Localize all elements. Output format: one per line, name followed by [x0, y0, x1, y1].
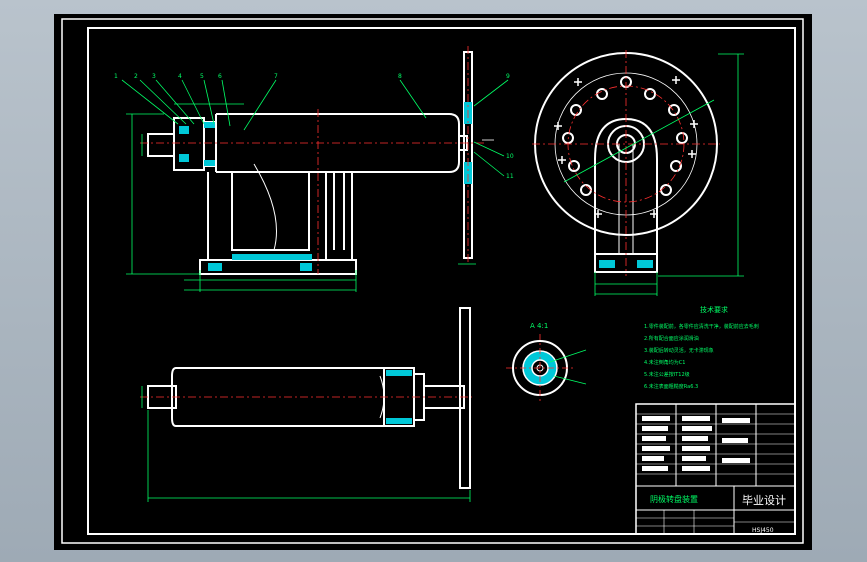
balloon-3: 3	[152, 73, 156, 80]
tech-requirements: 技术要求 1.零件装配前，各零件应清洗干净，装配前应去毛刺 2.所有配合面应涂润…	[644, 305, 759, 390]
inner-frame	[87, 27, 796, 535]
balloon-10: 10	[506, 153, 514, 160]
balloon-2: 2	[134, 73, 138, 80]
tech-line-4: 4.未注倒角均为C1	[644, 359, 685, 366]
detail-a: A 4:1	[506, 322, 587, 402]
title-block-fills	[642, 416, 750, 471]
balloon-labels: 1 2 3 4 5 6 7 8 9 10 11	[114, 73, 514, 180]
drawing-name: 阴极转盘装置	[650, 494, 698, 504]
front-view	[147, 51, 473, 275]
tech-line-1: 1.零件装配前，各零件应清洗干净，装配前应去毛刺	[644, 323, 759, 330]
balloon-4: 4	[178, 73, 182, 80]
balloon-7: 7	[274, 73, 278, 80]
balloon-1: 1	[114, 73, 118, 80]
title-label: 毕业设计	[742, 494, 786, 507]
balloon-8: 8	[398, 73, 402, 80]
tech-line-2: 2.所有配合面应涂润滑油	[644, 335, 699, 342]
balloon-11: 11	[506, 173, 514, 180]
top-dimensions	[141, 386, 471, 502]
balloon-5: 5	[200, 73, 204, 80]
balloon-9: 9	[506, 73, 510, 80]
cad-viewport[interactable]: 1 2 3 4 5 6 7 8 9 10 11	[54, 14, 812, 550]
top-view	[147, 307, 471, 489]
title-block	[635, 403, 796, 535]
side-centerlines	[532, 50, 720, 276]
detail-a-label: A 4:1	[530, 322, 548, 330]
side-dimensions	[563, 53, 744, 296]
outer-frame	[61, 18, 804, 544]
drawing-canvas: 1 2 3 4 5 6 7 8 9 10 11	[61, 18, 804, 544]
tech-line-6: 6.未注表面粗糙度Ra6.3	[644, 383, 698, 390]
front-dimensions	[121, 79, 509, 292]
tech-line-3: 3.装配后转动灵活，无卡滞现象	[644, 347, 714, 354]
tech-line-5: 5.未注公差按IT12级	[644, 371, 690, 378]
tech-title: 技术要求	[700, 305, 728, 314]
balloon-6: 6	[218, 73, 222, 80]
drawing-code: HSJ450	[752, 527, 774, 534]
front-centerlines	[140, 46, 484, 274]
